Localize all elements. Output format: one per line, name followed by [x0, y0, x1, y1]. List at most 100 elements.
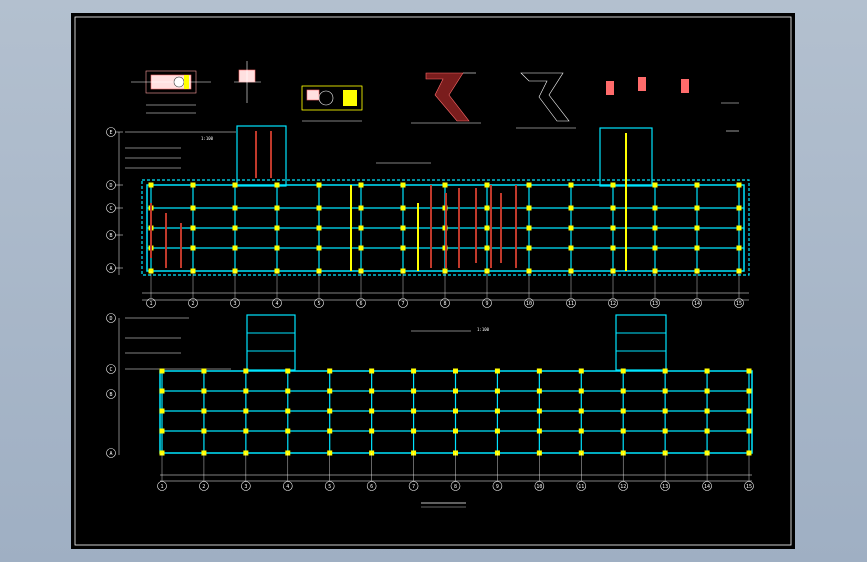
- axis-bubble: [524, 298, 534, 308]
- column-mark: [274, 205, 280, 211]
- column-mark: [484, 182, 490, 188]
- column-mark: [578, 388, 584, 394]
- axis-bubble: [744, 481, 754, 491]
- axis-label: 13: [652, 301, 658, 307]
- axis-bubble-letter: [106, 364, 116, 374]
- axis-bubble: [482, 298, 492, 308]
- column-mark: [662, 408, 668, 414]
- column-mark: [526, 245, 532, 251]
- axis-label: 1: [149, 301, 152, 307]
- axis-label: 11: [578, 484, 584, 490]
- axis-bubble: [188, 298, 198, 308]
- column-mark: [526, 205, 532, 211]
- column-mark: [484, 245, 490, 251]
- axis-label: 15: [736, 301, 742, 307]
- column-mark: [159, 408, 165, 414]
- column-mark: [620, 408, 626, 414]
- axis-letter: B: [109, 392, 112, 398]
- axis-bubble: [366, 481, 377, 491]
- axis-bubble-letter: [106, 263, 116, 273]
- column-mark: [201, 388, 207, 394]
- scale-label-top: 1:100: [201, 136, 214, 141]
- column-mark: [620, 388, 626, 394]
- column-mark: [285, 428, 291, 434]
- axis-label: 10: [536, 484, 542, 490]
- axis-label: 12: [610, 301, 616, 307]
- axis-bubble: [702, 481, 712, 491]
- axis-bubble: [576, 481, 587, 491]
- column-mark: [243, 388, 249, 394]
- column-mark: [232, 245, 238, 251]
- axis-label: 15: [746, 484, 752, 490]
- column-mark: [662, 388, 668, 394]
- axis-bubble: [534, 481, 545, 491]
- axis-label: 6: [370, 484, 373, 490]
- column-mark: [578, 408, 584, 414]
- axis-bubble: [157, 481, 167, 491]
- column-mark: [746, 408, 752, 414]
- column-mark: [316, 182, 322, 188]
- axis-label: 8: [454, 484, 457, 490]
- column-mark: [148, 182, 154, 188]
- axis-letter: E: [109, 130, 112, 136]
- axis-bubble: [650, 298, 660, 308]
- column-mark: [232, 225, 238, 231]
- column-mark: [610, 225, 616, 231]
- axis-label: 9: [485, 301, 488, 307]
- column-mark: [190, 205, 196, 211]
- column-mark: [536, 388, 542, 394]
- axis-bubble: [692, 298, 702, 308]
- axis-label: 6: [359, 301, 362, 307]
- column-mark: [494, 408, 500, 414]
- axis-label: 1: [160, 484, 163, 490]
- axis-label: 9: [496, 484, 499, 490]
- column-mark: [652, 245, 658, 251]
- axis-bubble: [492, 481, 503, 491]
- column-mark: [453, 428, 458, 434]
- column-mark: [453, 408, 458, 414]
- column-mark: [274, 245, 280, 251]
- column-mark: [526, 225, 532, 231]
- axis-label: 4: [286, 484, 289, 490]
- column-mark: [190, 182, 196, 188]
- column-mark: [201, 368, 207, 374]
- column-mark: [662, 368, 668, 374]
- column-mark: [369, 428, 375, 434]
- axis-bubble-letter: [106, 389, 116, 399]
- column-mark: [652, 225, 658, 231]
- axis-bubble: [324, 481, 335, 491]
- column-mark: [568, 245, 574, 251]
- column-mark: [746, 428, 752, 434]
- column-mark: [159, 388, 165, 394]
- axis-label: 12: [620, 484, 626, 490]
- column-mark: [442, 182, 448, 188]
- column-mark: [494, 388, 500, 394]
- column-mark: [358, 205, 364, 211]
- column-mark: [610, 205, 616, 211]
- axis-bubble: [272, 298, 282, 308]
- column-mark: [578, 368, 584, 374]
- column-mark: [694, 225, 700, 231]
- column-mark: [327, 388, 333, 394]
- column-mark: [190, 245, 196, 251]
- column-mark: [494, 368, 500, 374]
- column-mark: [358, 225, 364, 231]
- column-mark: [159, 368, 165, 374]
- column-mark: [704, 388, 710, 394]
- axis-label: 11: [568, 301, 574, 307]
- axis-bubble: [356, 298, 366, 308]
- column-mark: [526, 182, 532, 188]
- axis-label: 5: [328, 484, 331, 490]
- column-mark: [578, 428, 584, 434]
- column-mark: [285, 368, 291, 374]
- column-mark: [201, 428, 207, 434]
- drawing-frame: [74, 16, 792, 546]
- column-mark: [411, 428, 417, 434]
- axis-label: 2: [202, 484, 205, 490]
- column-mark: [327, 408, 333, 414]
- axis-label: 14: [694, 301, 700, 307]
